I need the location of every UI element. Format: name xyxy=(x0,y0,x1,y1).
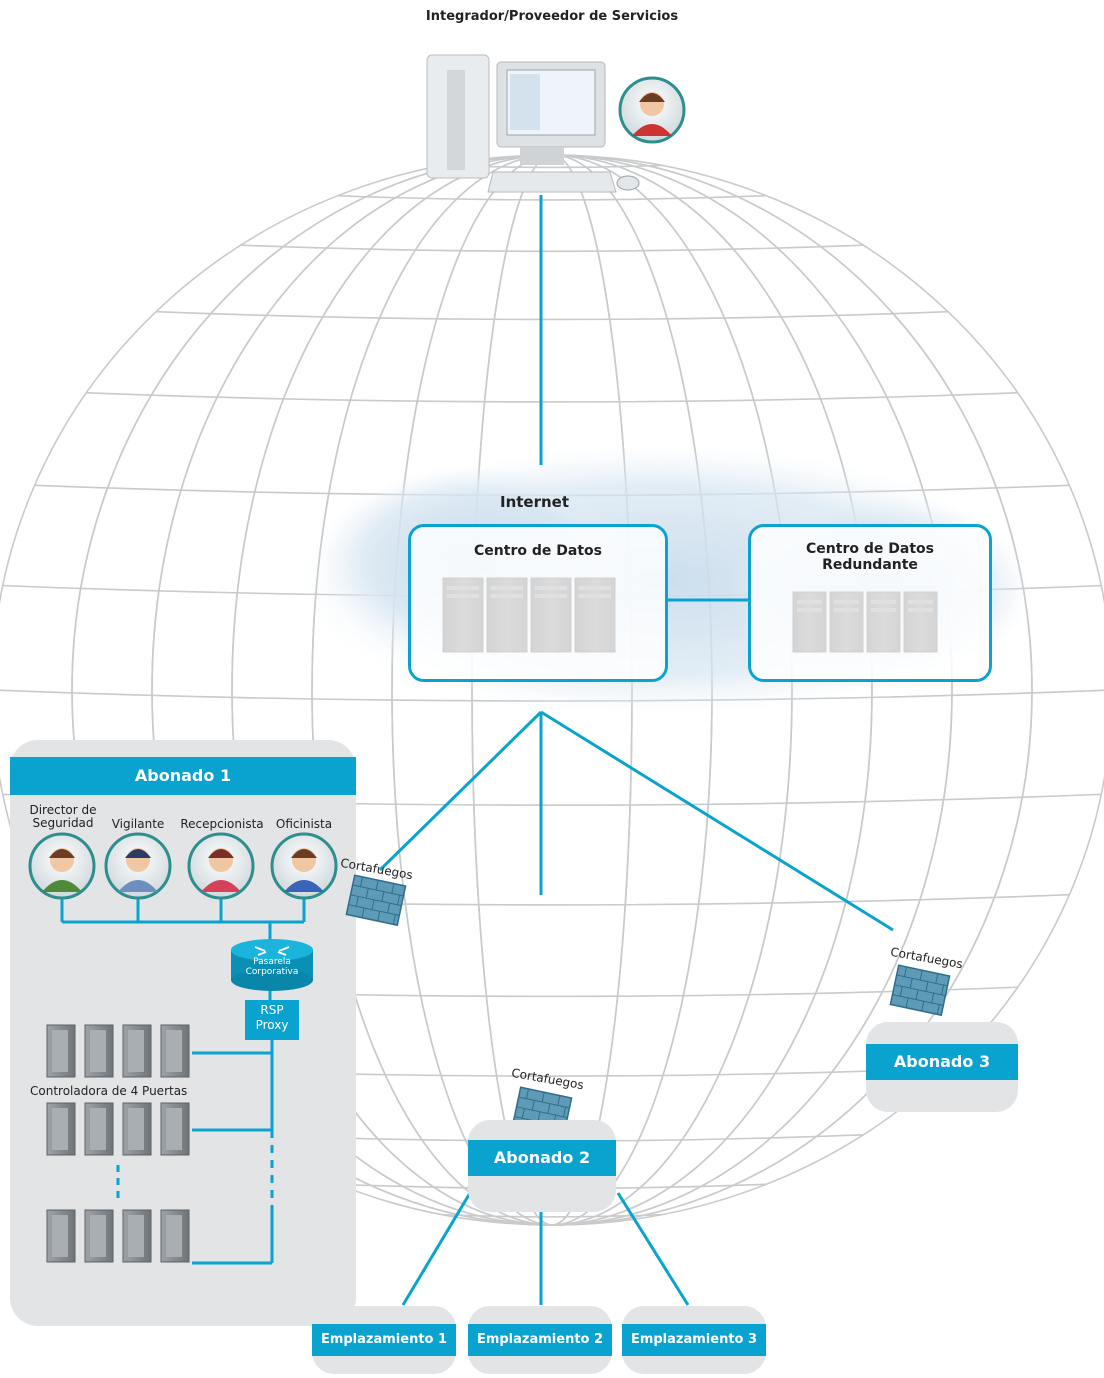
subscriber3-card: Abonado 3 xyxy=(866,1022,1018,1112)
workstation-icon xyxy=(426,54,640,193)
redundant-data-center-title: Centro de Datos Redundante xyxy=(751,541,989,573)
subscriber1-title: Abonado 1 xyxy=(10,757,356,795)
subscriber1-wiring xyxy=(60,888,306,1265)
router-icon xyxy=(231,939,313,991)
redundant-title-line1: Centro de Datos xyxy=(806,541,934,557)
site-2: Emplazamiento 2 xyxy=(468,1306,612,1374)
redundant-data-center-box: Centro de Datos Redundante xyxy=(748,524,992,682)
gateway-line1: Pasarela xyxy=(253,957,291,967)
subscriber3-title: Abonado 3 xyxy=(866,1044,1018,1080)
subscriber2-title: Abonado 2 xyxy=(468,1140,616,1176)
site-2-label: Emplazamiento 2 xyxy=(468,1324,612,1356)
role-label-receptionist: Recepcionista xyxy=(180,817,264,831)
role-director-line2: Seguridad xyxy=(32,816,94,830)
subscriber2-card: Abonado 2 xyxy=(468,1120,616,1212)
redundant-title-line2: Redundante xyxy=(822,557,918,573)
role-label-clerk: Oficinista xyxy=(275,817,333,831)
site-3-label: Emplazamiento 3 xyxy=(622,1324,766,1356)
data-center-title: Centro de Datos xyxy=(474,543,602,559)
rsp-line1: RSP xyxy=(260,1003,284,1017)
provider-title: Integrador/Proveedor de Servicios xyxy=(425,9,679,24)
connection-lines xyxy=(299,195,894,1306)
role-label-director: Director de Seguridad xyxy=(16,804,110,830)
internet-label: Internet xyxy=(500,493,570,511)
controller-label: Controladora de 4 Puertas xyxy=(30,1084,188,1098)
door-controllers xyxy=(46,1024,190,1263)
rsp-proxy-box: RSP Proxy xyxy=(245,1000,299,1040)
role-director-line1: Director de xyxy=(29,803,97,817)
data-center-box: Centro de Datos xyxy=(408,524,668,682)
gateway-label: Pasarela Corporativa xyxy=(231,957,313,977)
role-label-guard: Vigilante xyxy=(111,817,165,831)
site-3: Emplazamiento 3 xyxy=(622,1306,766,1374)
gateway-line2: Corporativa xyxy=(245,967,299,977)
role-avatars xyxy=(28,76,686,900)
site-1: Emplazamiento 1 xyxy=(312,1306,456,1374)
site-1-label: Emplazamiento 1 xyxy=(312,1324,456,1356)
firewalls xyxy=(345,874,951,1139)
rsp-line2: Proxy xyxy=(255,1018,289,1032)
